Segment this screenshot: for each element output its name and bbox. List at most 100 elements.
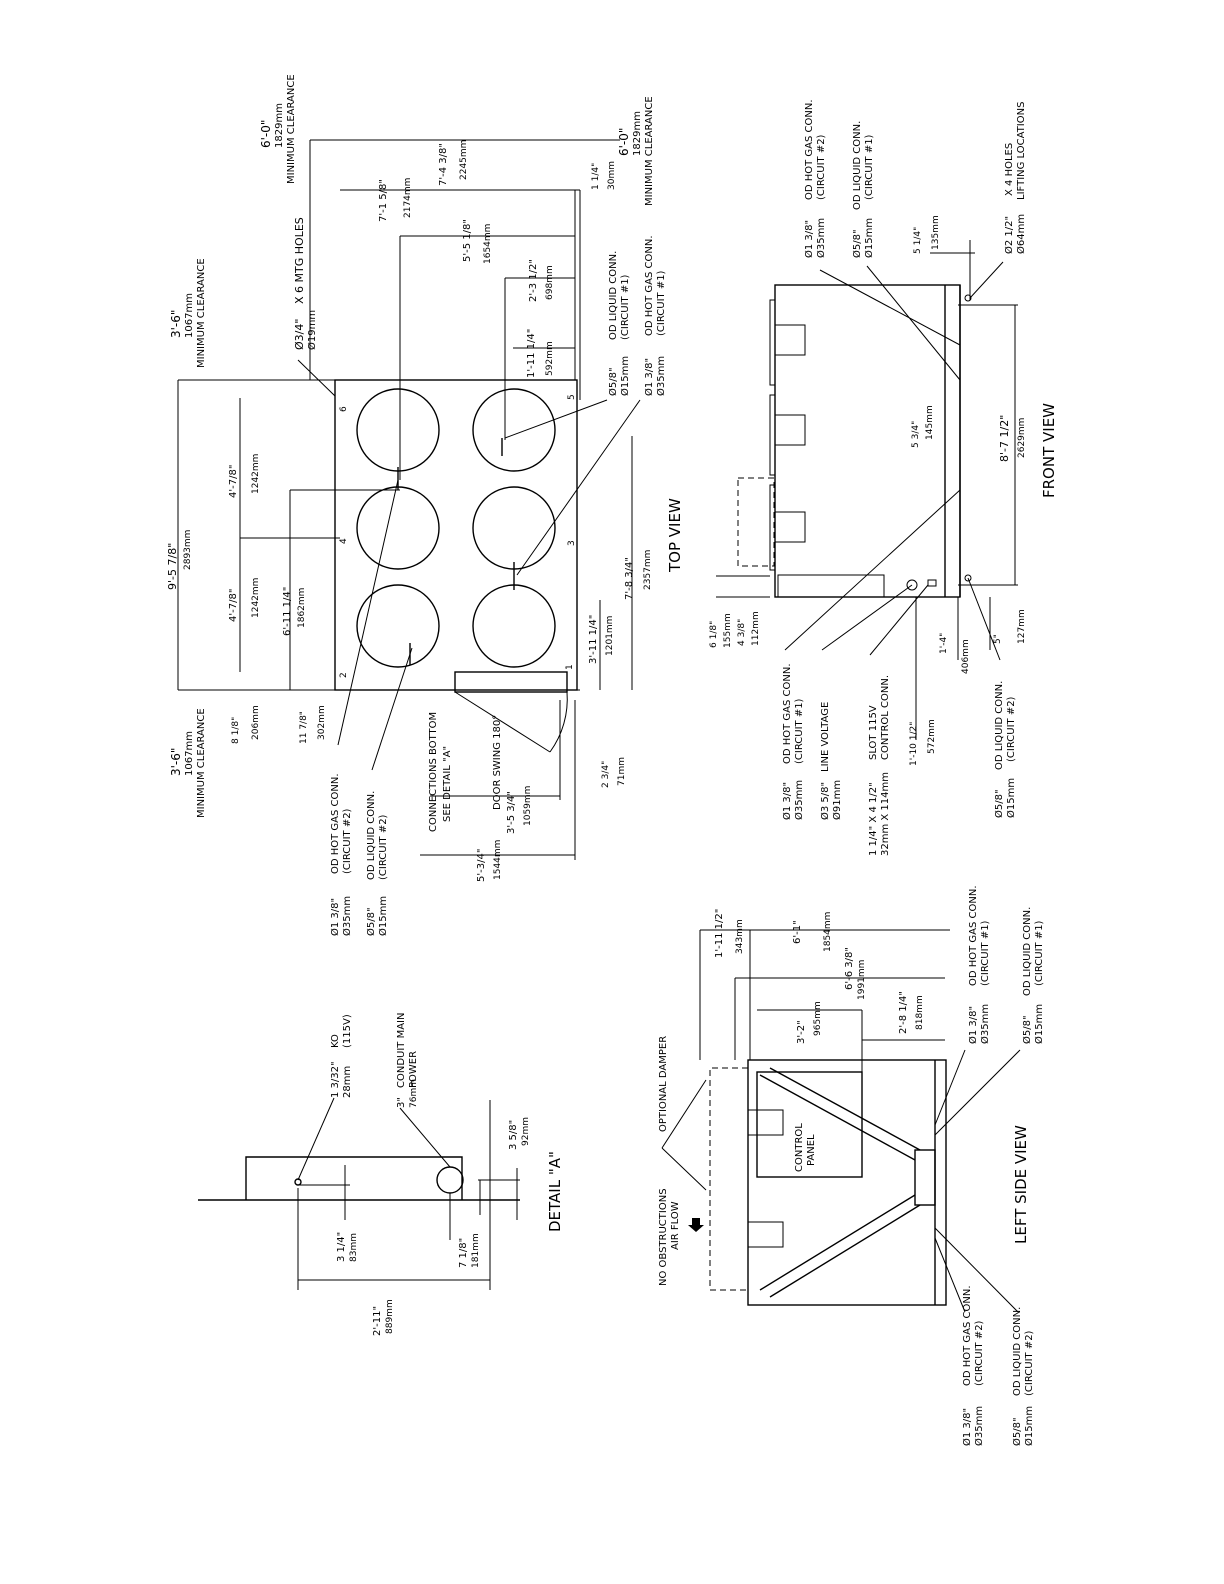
front-view-title: FRONT VIEW: [1040, 403, 1058, 498]
callout-text: OD LIQUID CONN.: [1022, 907, 1033, 996]
callout-met: Ø15mm: [377, 896, 389, 936]
callout-met: Ø15mm: [1033, 1004, 1045, 1044]
dim-met: 155mm: [723, 613, 733, 648]
callout-met: Ø35mm: [793, 780, 805, 820]
mtg-holes-text: X 6 MTG HOLES: [293, 217, 306, 304]
top-view-unit-outline: [334, 379, 578, 691]
hole-number: 2: [339, 672, 349, 678]
callout-text: OD HOT GAS CONN.: [644, 235, 655, 336]
callout-met: Ø35mm: [341, 896, 353, 936]
callout-circuit: (CIRCUIT #1): [864, 134, 875, 200]
callout-dia: Ø5/8": [1011, 1417, 1023, 1446]
control-box: [454, 671, 568, 693]
dim-imp: 9'-5 7/8": [166, 543, 179, 590]
dim-imp: 1'-10 1/2": [909, 722, 919, 766]
dim-imp: 1'-11 1/4": [526, 329, 537, 378]
callout-circuit: (CIRCUIT #1): [1034, 920, 1045, 986]
hole-number: 6: [339, 406, 349, 412]
callout-circuit: CONTROL CONN.: [880, 675, 891, 760]
callout-circuit: LIFTING LOCATIONS: [1016, 102, 1027, 200]
dim-met: 1862mm: [297, 588, 307, 628]
dim-met: 818mm: [915, 995, 925, 1030]
clearance-left-met: 1067mm: [184, 293, 195, 338]
dim-imp: 8'-7 1/2": [998, 415, 1011, 462]
clearance-top-label: MINIMUM CLEARANCE: [286, 74, 297, 184]
dim-imp: 4'-7/8": [228, 465, 239, 498]
callout-text: OD LIQUID CONN.: [852, 121, 863, 210]
door-swing-note: DOOR SWING 180°: [492, 715, 503, 810]
callout-dia: Ø1 3/8": [961, 1408, 973, 1446]
control-panel: [756, 1071, 863, 1178]
fan-circle: [472, 486, 556, 570]
ko-imp: 1 3/32": [330, 1061, 341, 1098]
dim-imp: 5 3/4": [911, 421, 921, 448]
dim-imp: 3 1/4": [336, 1232, 347, 1262]
dim-imp: 2'-3 1/2": [528, 259, 539, 302]
left-side-unit-outline: [747, 1059, 947, 1306]
callout-text: OD HOT GAS CONN.: [804, 99, 815, 200]
callout-dia: 1 1/4" X 4 1/2": [868, 782, 879, 856]
callout-text: OD LIQUID CONN.: [366, 791, 377, 880]
callout-circuit: (CIRCUIT #1): [656, 270, 667, 336]
dim-met: 572mm: [927, 719, 937, 754]
conduit-text2: POWER: [408, 1051, 419, 1088]
dim-imp: 5 1/4": [913, 227, 923, 254]
callout-dia: Ø5/8": [851, 229, 863, 258]
dim-imp: 7'-1 5/8": [378, 179, 389, 222]
callout-dia: Ø5/8": [1021, 1015, 1033, 1044]
dim-imp: 4'-7/8": [228, 589, 239, 622]
callout-dia: Ø1 3/8": [329, 898, 341, 936]
dim-imp: 7 1/8": [458, 1238, 469, 1268]
dim-met: 1201mm: [605, 616, 615, 656]
front-view: FRONT VIEW 6 1/8" 155mm 4 3/8" 112mm 5 3…: [709, 99, 1058, 856]
dim-met: 889mm: [385, 1299, 395, 1334]
dim-met: 30mm: [607, 161, 617, 190]
dim-imp: 5'-5 1/8": [462, 219, 473, 262]
dim-met: 127mm: [1017, 609, 1027, 644]
dim-met: 1059mm: [523, 786, 533, 826]
dim-imp: 6 1/8": [709, 621, 719, 648]
clearance-right-imp: 3'-6": [169, 748, 183, 776]
dim-met: 1991mm: [857, 960, 867, 1000]
callout-dia: Ø5/8": [993, 789, 1005, 818]
hole-number: 5: [567, 394, 577, 400]
dim-imp: 7'-4 3/8": [438, 143, 449, 186]
air-flow-label: NO OBSTRUCTIONS: [658, 1188, 669, 1286]
dim-met: 206mm: [251, 705, 261, 740]
control-panel-label: CONTROL: [794, 1123, 805, 1172]
clearance-left-label: MINIMUM CLEARANCE: [196, 258, 207, 368]
callout-dia: Ø2 1/2": [1003, 216, 1015, 254]
air-flow-label: AIR FLOW: [670, 1201, 681, 1250]
dim-met: 112mm: [751, 611, 761, 646]
callout-text: X 4 HOLES: [1004, 143, 1015, 196]
callout-met: Ø91mm: [831, 780, 843, 820]
conduit-met: 76mm: [409, 1079, 419, 1108]
clearance-right-label: MINIMUM CLEARANCE: [196, 708, 207, 818]
dim-met: 71mm: [617, 757, 627, 786]
dim-imp: 2 3/4": [601, 761, 611, 788]
see-detail-note: SEE DETAIL "A": [442, 746, 453, 822]
dim-imp: 1'-4": [939, 633, 949, 654]
dim-imp: 2'-11": [372, 1306, 383, 1336]
callout-met: 32mm X 114mm: [880, 772, 891, 856]
dim-met: 1544mm: [493, 840, 503, 880]
hole-number: 1: [565, 664, 575, 670]
dim-met: 592mm: [545, 341, 555, 376]
conduit-imp: 3": [396, 1097, 407, 1108]
dim-met: 1242mm: [251, 578, 261, 618]
dim-met: 1654mm: [483, 224, 493, 264]
front-view-unit-outline: [774, 284, 961, 598]
dim-met: 343mm: [735, 919, 745, 954]
dim-met: 1242mm: [251, 454, 261, 494]
callout-circuit: (CIRCUIT #1): [620, 274, 631, 340]
callout-text: OD LIQUID CONN.: [1012, 1307, 1023, 1396]
callout-text: LINE VOLTAGE: [820, 702, 831, 772]
ko-met: 28mm: [342, 1066, 353, 1098]
callout-dia: Ø5/8": [365, 907, 377, 936]
callout-circuit: (CIRCUIT #2): [1024, 1330, 1035, 1396]
door-swing-arc: [549, 691, 568, 753]
dim-imp: 2'-8 1/4": [898, 991, 909, 1034]
dim-met: 2893mm: [183, 530, 193, 570]
callout-dia: Ø5/8": [607, 367, 619, 396]
